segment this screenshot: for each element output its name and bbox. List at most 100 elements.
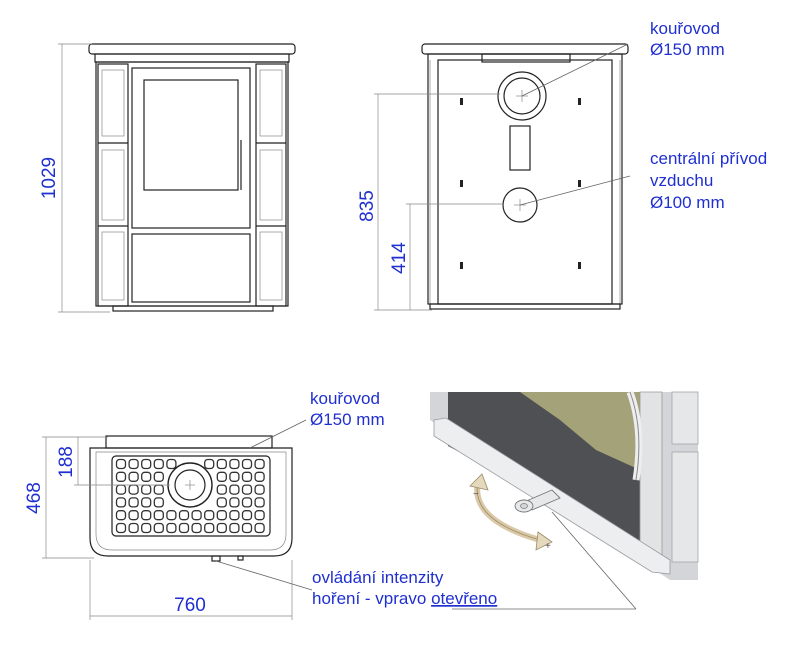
grate-cell	[141, 471, 152, 482]
top-control-leader	[215, 560, 313, 591]
back-view: 835 414 kouřovod Ø150 mm centrální přívo…	[357, 19, 767, 311]
grate-cell	[254, 497, 265, 508]
back-slot	[509, 125, 531, 171]
grate-cell	[229, 510, 240, 521]
top-grate	[111, 455, 271, 537]
front-door-frame	[131, 67, 251, 229]
top-outline	[89, 447, 293, 557]
grate-cell	[115, 484, 127, 495]
back-bolt	[460, 98, 463, 105]
front-right-tile-2	[259, 149, 283, 221]
top-flue-callout-line1: kouřovod	[310, 389, 380, 408]
grate-cell	[229, 471, 240, 482]
grate-cell	[178, 522, 190, 534]
grate-cell	[128, 522, 139, 534]
top-flue-leader	[249, 419, 307, 449]
grate-cell	[141, 484, 152, 495]
grate-cell	[254, 458, 265, 470]
grate-cell	[229, 458, 240, 470]
detail-minus-sign: −	[473, 489, 479, 500]
back-panel	[437, 59, 613, 305]
back-body	[427, 53, 623, 305]
back-air-leader	[519, 175, 631, 206]
grate-cell	[128, 510, 139, 521]
grate-cell	[216, 497, 227, 508]
front-left-tile-2	[101, 149, 125, 221]
top-flue-offset-label: 188	[56, 446, 77, 478]
grate-cell	[141, 458, 152, 470]
front-right-tile-1	[259, 69, 283, 137]
grate-cell	[216, 510, 227, 521]
front-left-tile-1	[101, 69, 125, 137]
top-control-knob	[211, 555, 221, 562]
grate-cell	[229, 484, 240, 495]
front-right-column	[255, 63, 287, 307]
grate-cell	[153, 484, 164, 495]
grate-cell	[254, 510, 265, 521]
top-rear-edge	[105, 435, 273, 449]
front-top-plate	[88, 43, 296, 55]
top-width-label: 760	[174, 595, 206, 616]
grate-cell	[216, 471, 227, 482]
grate-cell	[241, 458, 253, 470]
grate-cell	[241, 471, 253, 482]
back-base	[429, 303, 621, 310]
grate-cell	[128, 471, 139, 482]
back-flue-callout-line2: Ø150 mm	[650, 40, 725, 59]
back-flue-outlet-outer	[497, 71, 547, 121]
front-top-rim	[94, 53, 290, 63]
grate-cell	[216, 458, 227, 470]
back-flue-height-label: 835	[357, 190, 378, 222]
back-bolt	[578, 98, 581, 105]
grate-cell	[191, 510, 202, 521]
front-right-tile-3	[259, 231, 283, 301]
grate-cell	[115, 497, 127, 508]
grate-cell	[204, 510, 215, 521]
top-flue-callout-line2: Ø150 mm	[310, 410, 385, 429]
top-depth-label: 468	[24, 482, 45, 514]
back-bolt	[578, 262, 581, 269]
grate-cell	[115, 471, 127, 482]
grate-cell	[141, 510, 152, 521]
grate-cell	[166, 522, 177, 534]
grate-cell	[115, 458, 127, 470]
detail-glass-reflection	[520, 392, 640, 470]
grate-cell	[216, 522, 227, 534]
back-bolt	[460, 180, 463, 187]
back-bolt	[578, 180, 581, 187]
front-left-column	[97, 63, 129, 307]
back-air-callout-line2: vzduchu	[650, 171, 713, 190]
grate-cell	[178, 510, 190, 521]
grate-cell	[128, 484, 139, 495]
grate-cell	[153, 510, 164, 521]
grate-cell	[115, 522, 127, 534]
grate-cell	[128, 458, 139, 470]
control-lever-detail: − +	[430, 390, 699, 580]
detail-side-tile	[671, 391, 699, 445]
back-air-inlet	[502, 187, 538, 223]
grate-cell	[153, 522, 164, 534]
control-callout-detail-leader	[551, 511, 637, 610]
front-view: 1029	[39, 43, 296, 313]
grate-cell	[204, 458, 215, 470]
front-door-glass	[143, 79, 239, 191]
front-left-tile-3	[101, 231, 125, 301]
grate-cell	[166, 458, 177, 470]
grate-cell	[241, 522, 253, 534]
back-air-callout-line3: Ø100 mm	[650, 193, 725, 212]
back-inlet-height-label: 414	[389, 242, 410, 274]
grate-cell	[141, 522, 152, 534]
grate-cell	[254, 484, 265, 495]
grate-cell	[204, 522, 215, 534]
top-view: 468 188 760 kouřovod Ø150 mm ovládání in…	[24, 389, 637, 620]
detail-side-tile	[671, 451, 699, 563]
grate-cell	[254, 471, 265, 482]
front-lower-panel	[131, 233, 251, 303]
grate-cell	[153, 458, 164, 470]
grate-cell	[229, 522, 240, 534]
grate-cell	[241, 497, 253, 508]
grate-cell	[254, 522, 265, 534]
back-bolt	[460, 262, 463, 269]
grate-cell	[153, 471, 164, 482]
